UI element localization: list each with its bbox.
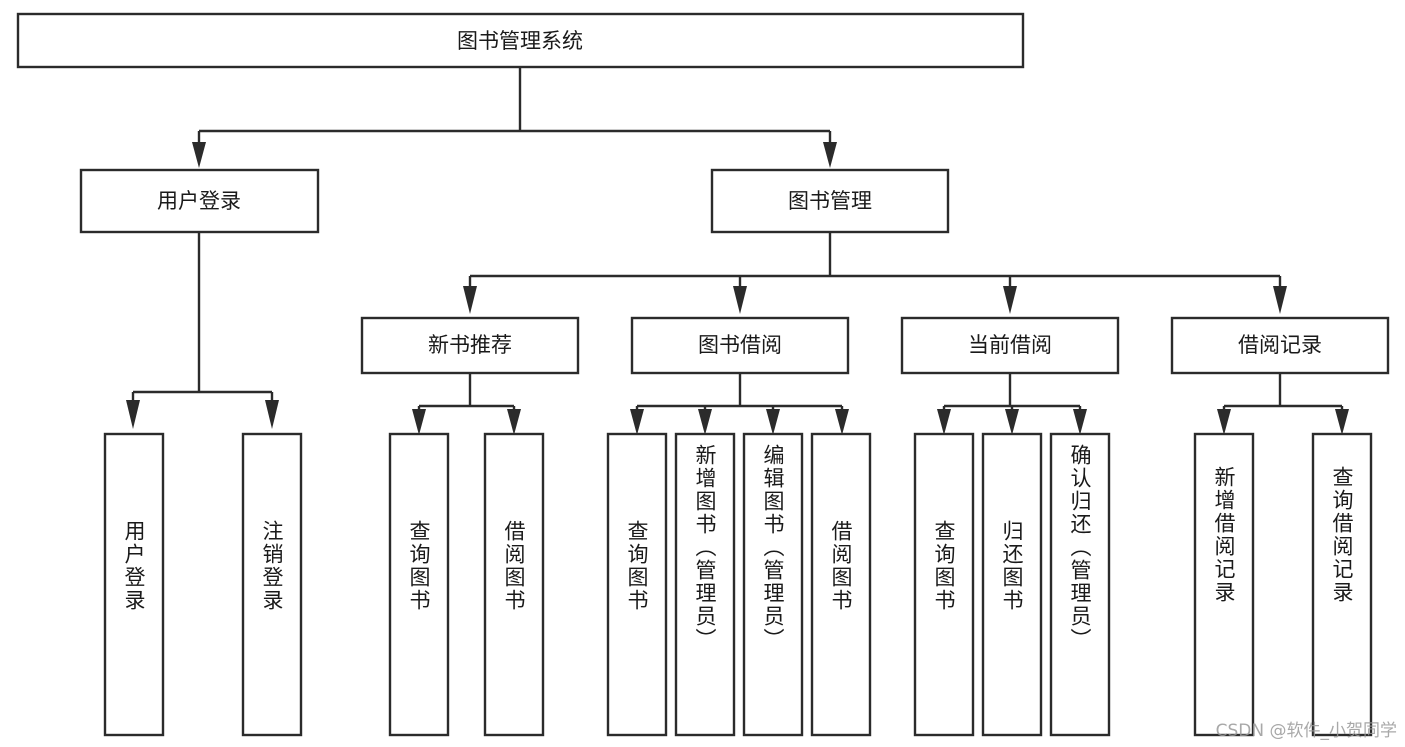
node-root-box[interactable] (16, 12, 1025, 69)
node-leaf-borrow-book-2[interactable]: 借阅图书 (810, 432, 872, 737)
node-borrow-record-label: 借阅记录 (1238, 333, 1322, 357)
node-new-book-recommend-box[interactable] (360, 316, 580, 375)
node-current-borrow[interactable]: 当前借阅 (900, 316, 1120, 375)
arrow-head-icon (766, 409, 780, 435)
node-leaf-add-record[interactable]: 新增借阅记录 (1193, 432, 1255, 737)
node-leaf-confirm-return-box[interactable] (1049, 432, 1111, 737)
connector-group-book-borrow (630, 373, 849, 435)
node-user-login[interactable]: 用户登录 (79, 168, 320, 234)
node-book-management-label: 图书管理 (788, 189, 872, 213)
node-root[interactable]: 图书管理系统 (16, 12, 1025, 69)
node-current-borrow-label: 当前借阅 (968, 333, 1052, 357)
arrow-head-icon (733, 286, 747, 314)
connector-group-user-login (126, 232, 279, 429)
arrow-head-icon (192, 142, 206, 168)
node-leaf-user-login-box[interactable] (103, 432, 165, 737)
node-leaf-confirm-return[interactable]: 确认归还（管理员） (1049, 432, 1111, 737)
node-leaf-user-login[interactable]: 用户登录 (103, 432, 165, 737)
arrow-head-icon (823, 142, 837, 168)
connector-group-root (192, 67, 837, 168)
connector-group-current-borrow (937, 373, 1087, 435)
node-leaf-borrow-book-2-label: 借阅图书 (829, 520, 853, 612)
node-leaf-query-book-1[interactable]: 查询图书 (388, 432, 450, 737)
node-root-label: 图书管理系统 (457, 29, 583, 53)
node-book-borrow-label: 图书借阅 (698, 333, 782, 357)
node-leaf-logout-login-label: 注销登录 (260, 520, 284, 612)
node-leaf-logout-login[interactable]: 注销登录 (241, 432, 303, 737)
node-leaf-query-book-3-label: 查询图书 (932, 520, 956, 612)
connector-group-book-management (463, 232, 1287, 314)
node-new-book-recommend-label: 新书推荐 (428, 333, 512, 357)
node-user-login-box[interactable] (79, 168, 320, 234)
node-leaf-borrow-book-1[interactable]: 借阅图书 (483, 432, 545, 737)
node-new-book-recommend[interactable]: 新书推荐 (360, 316, 580, 375)
node-leaf-return-book[interactable]: 归还图书 (981, 432, 1043, 737)
arrow-head-icon (1005, 409, 1019, 435)
node-leaf-return-book-box[interactable] (981, 432, 1043, 737)
node-leaf-add-book-label: 新增图书（管理员） (693, 444, 717, 651)
node-leaf-borrow-book-2-box[interactable] (810, 432, 872, 737)
arrow-head-icon (1073, 409, 1087, 435)
node-borrow-record[interactable]: 借阅记录 (1170, 316, 1390, 375)
node-leaf-edit-book-box[interactable] (742, 432, 804, 737)
node-leaf-logout-login-box[interactable] (241, 432, 303, 737)
arrow-head-icon (937, 409, 951, 435)
node-book-management[interactable]: 图书管理 (710, 168, 950, 234)
arrow-head-icon (1003, 286, 1017, 314)
node-leaf-query-book-1-box[interactable] (388, 432, 450, 737)
arrow-head-icon (1217, 409, 1231, 435)
node-leaf-confirm-return-label: 确认归还（管理员） (1068, 444, 1092, 651)
node-leaf-query-book-1-label: 查询图书 (407, 520, 431, 612)
node-leaf-add-book[interactable]: 新增图书（管理员） (674, 432, 736, 737)
node-leaf-query-book-2-label: 查询图书 (625, 520, 649, 612)
node-user-login-label: 用户登录 (157, 189, 241, 213)
node-leaf-user-login-label: 用户登录 (122, 520, 146, 612)
node-leaf-query-book-2[interactable]: 查询图书 (606, 432, 668, 737)
arrow-head-icon (507, 409, 521, 435)
arrow-head-icon (126, 400, 140, 429)
node-leaf-query-record-box[interactable] (1311, 432, 1373, 737)
node-leaf-query-record[interactable]: 查询借阅记录 (1311, 432, 1373, 737)
node-leaf-add-book-box[interactable] (674, 432, 736, 737)
node-book-borrow-box[interactable] (630, 316, 850, 375)
connector-group-borrow-record (1217, 373, 1349, 435)
node-leaf-query-record-label: 查询借阅记录 (1330, 466, 1354, 604)
node-current-borrow-box[interactable] (900, 316, 1120, 375)
arrow-head-icon (265, 400, 279, 429)
arrow-head-icon (630, 409, 644, 435)
node-leaf-edit-book[interactable]: 编辑图书（管理员） (742, 432, 804, 737)
node-leaf-add-record-box[interactable] (1193, 432, 1255, 737)
arrow-head-icon (1273, 286, 1287, 314)
node-leaf-edit-book-label: 编辑图书（管理员） (761, 444, 785, 651)
arrow-head-icon (412, 409, 426, 435)
connector-group-new-book-recommend (412, 373, 521, 435)
node-book-borrow[interactable]: 图书借阅 (630, 316, 850, 375)
node-leaf-return-book-label: 归还图书 (1000, 520, 1024, 612)
arrow-head-icon (1335, 409, 1349, 435)
node-leaf-query-book-3-box[interactable] (913, 432, 975, 737)
node-leaf-query-book-2-box[interactable] (606, 432, 668, 737)
node-leaf-borrow-book-1-box[interactable] (483, 432, 545, 737)
arrow-head-icon (835, 409, 849, 435)
node-borrow-record-box[interactable] (1170, 316, 1390, 375)
node-leaf-add-record-label: 新增借阅记录 (1212, 466, 1236, 604)
arrow-head-icon (463, 286, 477, 314)
node-book-management-box[interactable] (710, 168, 950, 234)
node-leaf-query-book-3[interactable]: 查询图书 (913, 432, 975, 737)
node-leaf-borrow-book-1-label: 借阅图书 (502, 520, 526, 612)
arrow-head-icon (698, 409, 712, 435)
